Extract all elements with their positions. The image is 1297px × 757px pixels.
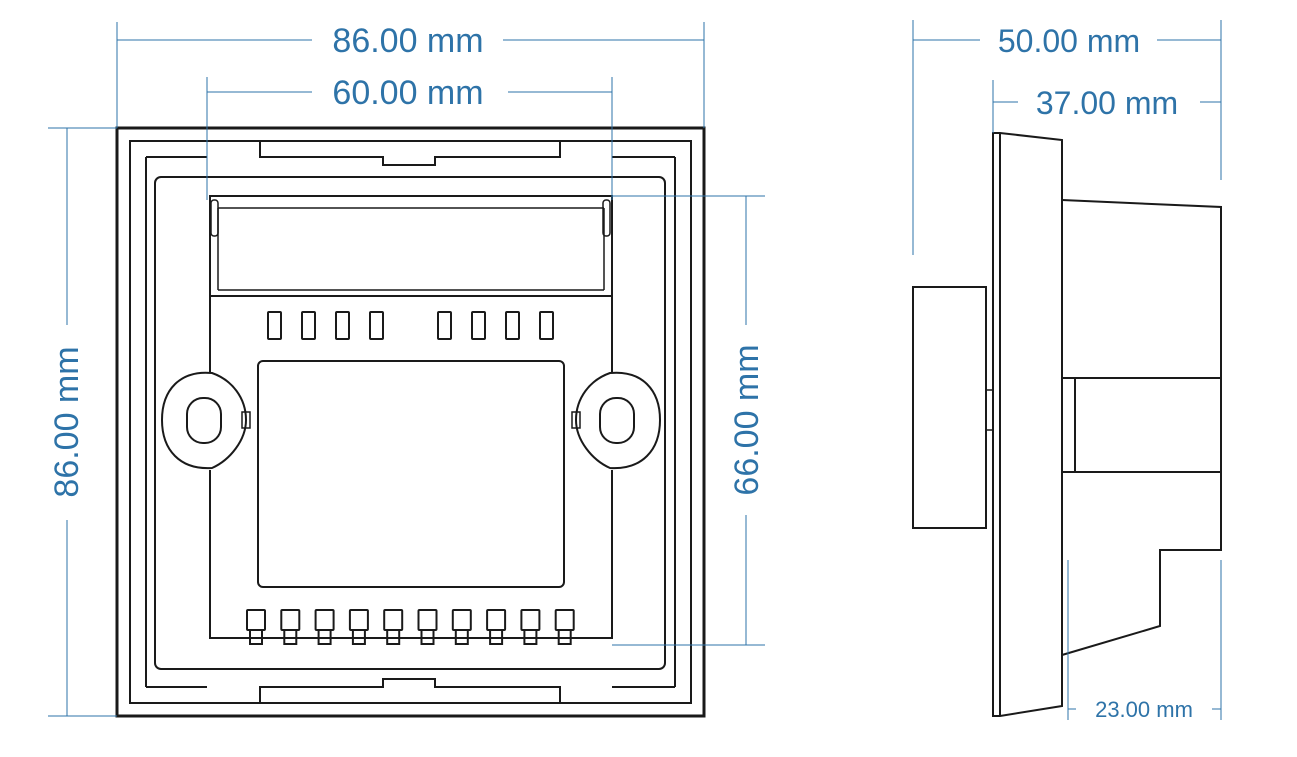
terminal-top: [486, 609, 507, 631]
front-outer-frame: [115, 126, 706, 718]
front-center-window: [257, 360, 565, 588]
dimension-lines: [48, 20, 1222, 720]
dim-front-width-outer: 86.00 mm: [332, 22, 483, 60]
terminal-pin: [557, 629, 572, 645]
terminal-pin: [454, 629, 469, 645]
terminal-pin: [317, 629, 332, 645]
terminal-top: [417, 609, 438, 631]
slot: [437, 311, 452, 340]
terminal-pin: [249, 629, 263, 645]
slot: [335, 311, 350, 340]
dim-front-height-outer: 86.00 mm: [48, 346, 86, 497]
top-terminal-block: [209, 195, 613, 297]
terminal-pin: [489, 629, 504, 645]
dim-front-width-inner: 60.00 mm: [332, 74, 483, 112]
dim-side-bottom-depth: 23.00 mm: [1095, 697, 1193, 722]
slot: [267, 311, 282, 340]
terminal-top: [554, 609, 575, 631]
front-module-body: [209, 198, 613, 639]
front-outer-frame-inner-line: [129, 140, 692, 704]
terminal-pin: [283, 629, 298, 645]
side-view: [912, 132, 1222, 717]
dim-side-depth-total: 50.00 mm: [998, 23, 1140, 59]
bottom-terminal-row: [246, 609, 575, 645]
front-slot-row: [267, 311, 554, 340]
slot: [301, 311, 316, 340]
terminal-pin: [351, 629, 366, 645]
terminal-top: [280, 609, 301, 631]
terminal-pin: [386, 629, 401, 645]
slot: [539, 311, 554, 340]
terminal-pin: [420, 629, 435, 645]
slot: [369, 311, 384, 340]
front-inner-plate: [154, 176, 666, 670]
terminal-top: [348, 609, 369, 631]
side-knob-shaft: [985, 389, 994, 431]
terminal-pin: [523, 629, 538, 645]
terminal-top: [383, 609, 404, 631]
front-top-notch: [145, 141, 676, 687]
slot: [471, 311, 486, 340]
mounting-ear-right: [571, 371, 662, 470]
terminal-top: [451, 609, 472, 631]
slot: [505, 311, 520, 340]
front-view: [115, 126, 706, 718]
dim-side-depth-body: 37.00 mm: [1036, 85, 1178, 121]
dim-front-height-inner: 66.00 mm: [728, 344, 766, 495]
side-housing: [1061, 199, 1222, 656]
terminal-top: [314, 609, 335, 631]
terminal-top: [246, 609, 266, 631]
mounting-ear-left: [160, 371, 251, 470]
dimension-labels: 86.00 mm 60.00 mm 86.00 mm 66.00 mm 50.0…: [48, 22, 1193, 722]
front-bottom-notch: [146, 678, 675, 703]
side-knob: [912, 286, 987, 529]
side-face-plate: [992, 132, 1063, 717]
side-housing-band: [1062, 377, 1221, 473]
terminal-top: [520, 609, 541, 631]
